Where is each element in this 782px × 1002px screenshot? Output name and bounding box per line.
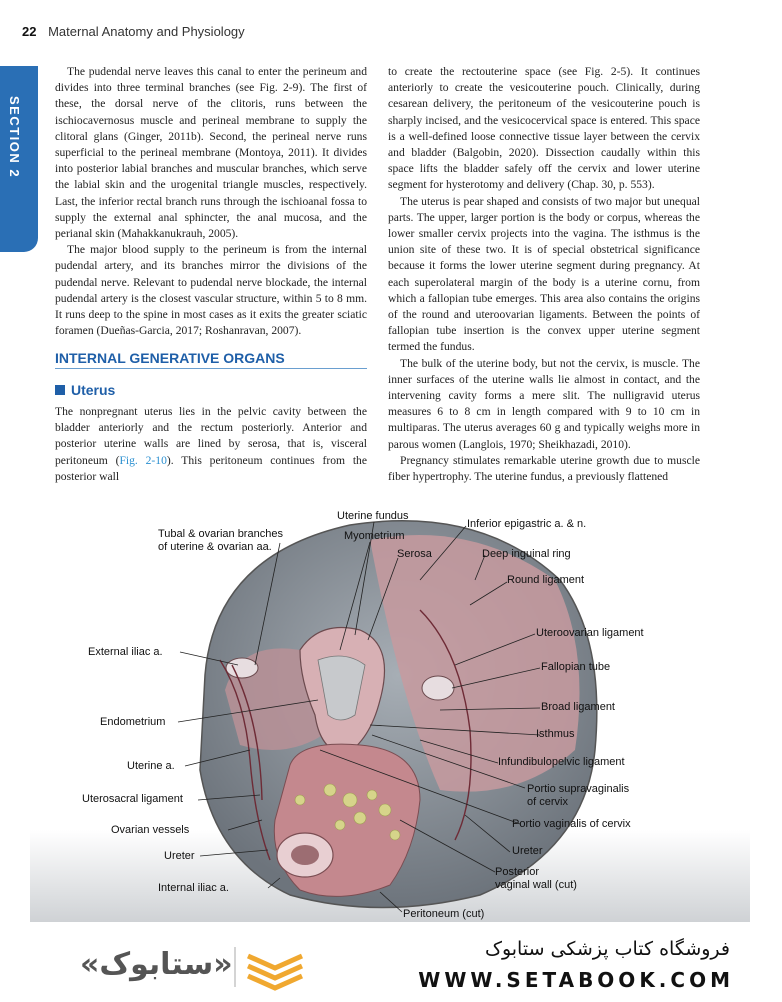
label-ureter-right: Ureter	[512, 845, 543, 857]
label-broad-ligament: Broad ligament	[541, 701, 615, 713]
label-portio-supravaginalis-2: of cervix	[527, 796, 568, 808]
section-tab: SECTION 2	[0, 66, 38, 252]
section-heading: INTERNAL GENERATIVE ORGANS	[55, 350, 367, 369]
label-portio-vaginalis: Portio vaginalis of cervix	[512, 818, 631, 830]
label-uterine-fundus: Uterine fundus	[337, 510, 409, 522]
uterus-illustration	[30, 520, 750, 922]
bullet-square-icon	[55, 385, 65, 395]
label-external-iliac: External iliac a.	[88, 646, 163, 658]
footer-watermark: «ستابوک» فروشگاه کتاب پزشکی ستابوک WWW.S…	[0, 928, 782, 1002]
label-uteroovarian-ligament: Uteroovarian ligament	[536, 627, 644, 639]
section-tab-label: SECTION 2	[7, 96, 22, 179]
label-uterine-artery: Uterine a.	[127, 760, 175, 772]
label-ovarian-vessels: Ovarian vessels	[111, 824, 190, 836]
paragraph: The major blood supply to the perineum i…	[55, 243, 367, 338]
paragraph: The pudendal nerve leaves this canal to …	[55, 65, 367, 241]
label-portio-supravaginalis: Portio supravaginalis	[527, 783, 630, 795]
paragraph: to create the rectouterine space (see Fi…	[388, 65, 700, 192]
label-peritoneum-cut: Peritoneum (cut)	[403, 908, 485, 920]
label-infundibulopelvic: Infundibulopelvic ligament	[498, 756, 625, 768]
label-deep-inguinal-ring: Deep inguinal ring	[482, 548, 571, 560]
label-round-ligament: Round ligament	[507, 574, 585, 586]
paragraph: Pregnancy stimulates remarkable uterine …	[388, 453, 700, 484]
label-tubal-branches-2: of uterine & ovarian aa.	[158, 541, 272, 553]
paragraph: The bulk of the uterine body, but not th…	[388, 356, 700, 451]
svg-text:«ستابوک»: «ستابوک»	[80, 947, 233, 982]
uterus-paragraph: The nonpregnant uterus lies in the pelvi…	[55, 404, 367, 485]
label-uterosacral-ligament: Uterosacral ligament	[82, 793, 183, 805]
setabook-logo: «ستابوک»	[80, 947, 304, 991]
label-ureter-left: Ureter	[164, 850, 195, 862]
label-endometrium: Endometrium	[100, 716, 166, 728]
page-number: 22	[22, 24, 37, 39]
uterus-text-before: The nonpregnant uterus lies in the pelvi…	[55, 405, 367, 467]
anatomy-figure: Uterine fundus Tubal & ovarian branches …	[0, 500, 782, 930]
right-column: to create the rectouterine space (see Fi…	[388, 64, 700, 485]
left-column: The pudendal nerve leaves this canal to …	[55, 64, 367, 339]
subheading: Uterus	[55, 382, 115, 398]
uterus-text-after: ). This peritoneum continues from the po…	[55, 453, 367, 483]
subheading-text: Uterus	[71, 382, 116, 398]
farsi-store-title: فروشگاه کتاب پزشکی ستابوک	[484, 938, 730, 960]
paragraph: The uterus is pear shaped and consists o…	[388, 194, 700, 354]
running-title: Maternal Anatomy and Physiology	[48, 24, 245, 39]
label-posterior-vaginal-wall-2: vaginal wall (cut)	[495, 879, 577, 891]
label-fallopian-tube: Fallopian tube	[541, 661, 611, 673]
running-header: 22 Maternal Anatomy and Physiology	[22, 24, 245, 39]
label-inferior-epigastric: Inferior epigastric a. & n.	[467, 518, 587, 530]
label-posterior-vaginal-wall: Posterior	[495, 866, 540, 878]
label-isthmus: Isthmus	[536, 728, 575, 740]
website-url[interactable]: WWW.SETABOOK.COM	[418, 968, 734, 992]
label-serosa: Serosa	[397, 548, 432, 560]
label-tubal-branches: Tubal & ovarian branches	[158, 528, 283, 540]
figure-link[interactable]: Fig. 2-10	[119, 453, 167, 467]
label-myometrium: Myometrium	[344, 530, 405, 542]
label-internal-iliac: Internal iliac a.	[158, 882, 229, 894]
